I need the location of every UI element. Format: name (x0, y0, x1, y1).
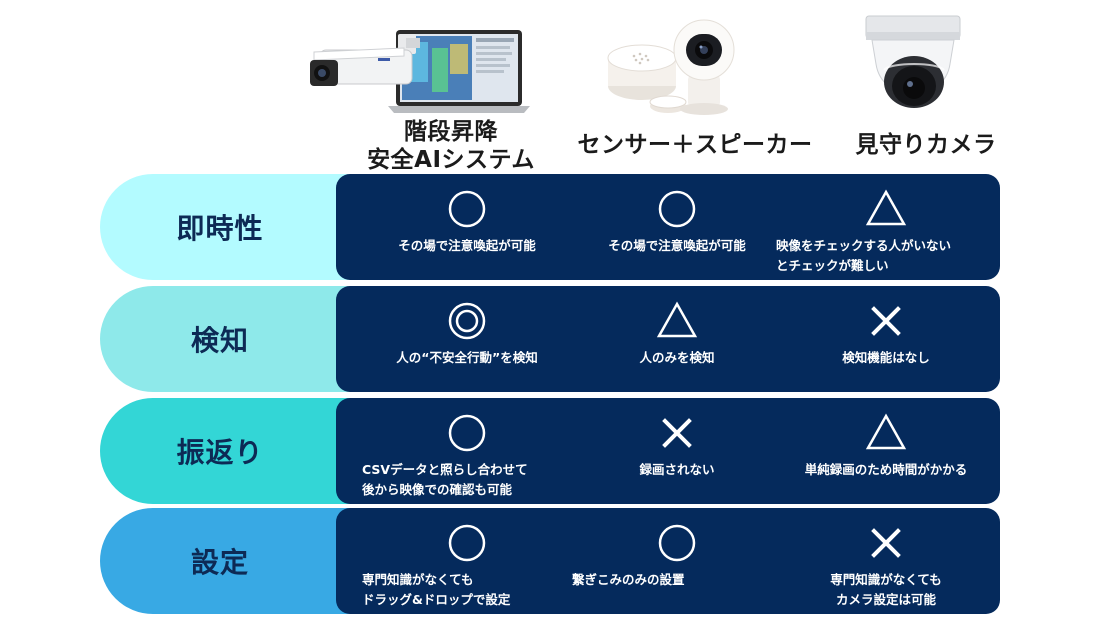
table-cell: 人の“不安全行動”を検知 (362, 286, 572, 392)
cell-description: その場で注意喚起が可能 (398, 238, 536, 253)
cell-description: 専門知識がなくても カメラ設定は可能 (830, 572, 942, 607)
table-cell: 単純録画のため時間がかかる (776, 398, 996, 504)
table-cell: 検知機能はなし (776, 286, 996, 392)
cell-description: その場で注意喚起が可能 (608, 238, 746, 253)
double-circle-mark-icon (448, 302, 486, 340)
cross-mark-icon (871, 306, 901, 336)
cell-description: 単純録画のため時間がかかる (804, 462, 968, 477)
row-label: 即時性 (100, 174, 360, 280)
row-label: 振返り (100, 398, 360, 504)
camera-laptop-image (310, 30, 530, 113)
triangle-mark-icon (865, 413, 907, 450)
cell-description: 繋ぎこみのみの設置 (572, 572, 685, 587)
row-panel: その場で注意喚起が可能 その場で注意喚起が可能 映像をチェックする人がいない とチェ… (336, 174, 1000, 280)
row-panel: CSVデータと照らし合わせて 後から映像での確認も可能 録画されない 単純録画のため… (336, 398, 1000, 504)
cell-description: 人のみを検知 (639, 350, 715, 365)
table-cell: 専門知識がなくても カメラ設定は可能 (776, 508, 996, 614)
table-cell: 人のみを検知 (572, 286, 782, 392)
table-row: 設定専門知識がなくても ドラッグ&ドロップで設定繋ぎこみのみの設置専門知識がなく… (100, 508, 1000, 614)
row-label-text: 即時性 (176, 212, 264, 245)
circle-mark-icon (658, 524, 696, 562)
circle-mark-icon (658, 190, 696, 228)
column-title-sensor-speaker: センサー＋スピーカー (577, 132, 813, 158)
row-label-text: 検知 (190, 324, 249, 357)
triangle-mark-icon (865, 189, 907, 226)
sensor-speaker-image (607, 19, 735, 115)
cell-description: CSVデータと照らし合わせて 後から映像での確認も可能 (362, 462, 528, 497)
table-row: 検知人の“不安全行動”を検知 人のみを検知 検知機能はなし (100, 286, 1000, 392)
table-cell: その場で注意喚起が可能 (572, 174, 782, 280)
cell-description: 検知機能はなし (842, 350, 930, 365)
triangle-mark-icon (656, 301, 698, 338)
cell-description: 映像をチェックする人がいない とチェックが難しい (776, 238, 952, 273)
table-cell: 録画されない (572, 398, 782, 504)
table-cell: その場で注意喚起が可能 (362, 174, 572, 280)
column-title-ai-system: 階段昇降 安全AIシステム (367, 119, 535, 173)
row-label: 検知 (100, 286, 360, 392)
cell-description: 人の“不安全行動”を検知 (396, 350, 538, 365)
table-row: 即時性その場で注意喚起が可能 その場で注意喚起が可能 映像をチェックする人がいない … (100, 174, 1000, 280)
cross-mark-icon (662, 418, 692, 448)
circle-mark-icon (448, 524, 486, 562)
row-label: 設定 (100, 508, 360, 614)
cell-description: 専門知識がなくても ドラッグ&ドロップで設定 (362, 572, 511, 607)
dome-camera-image (865, 15, 961, 108)
row-label-text: 設定 (190, 546, 249, 579)
table-cell: CSVデータと照らし合わせて 後から映像での確認も可能 (362, 398, 572, 504)
circle-mark-icon (448, 414, 486, 452)
table-cell: 繋ぎこみのみの設置 (572, 508, 782, 614)
row-panel: 専門知識がなくても ドラッグ&ドロップで設定 繋ぎこみのみの設置 専門知識がなくても… (336, 508, 1000, 614)
cell-description: 録画されない (639, 462, 715, 477)
cross-mark-icon (871, 528, 901, 558)
column-title-watch-camera: 見守りカメラ (855, 132, 997, 158)
circle-mark-icon (448, 190, 486, 228)
table-cell: 映像をチェックする人がいない とチェックが難しい (776, 174, 996, 280)
table-row: 振返り CSVデータと照らし合わせて 後から映像での確認も可能 録画されない 単純録画… (100, 398, 1000, 504)
row-panel: 人の“不安全行動”を検知 人のみを検知 検知機能はなし (336, 286, 1000, 392)
table-cell: 専門知識がなくても ドラッグ&ドロップで設定 (362, 508, 572, 614)
row-label-text: 振返り (176, 436, 264, 469)
